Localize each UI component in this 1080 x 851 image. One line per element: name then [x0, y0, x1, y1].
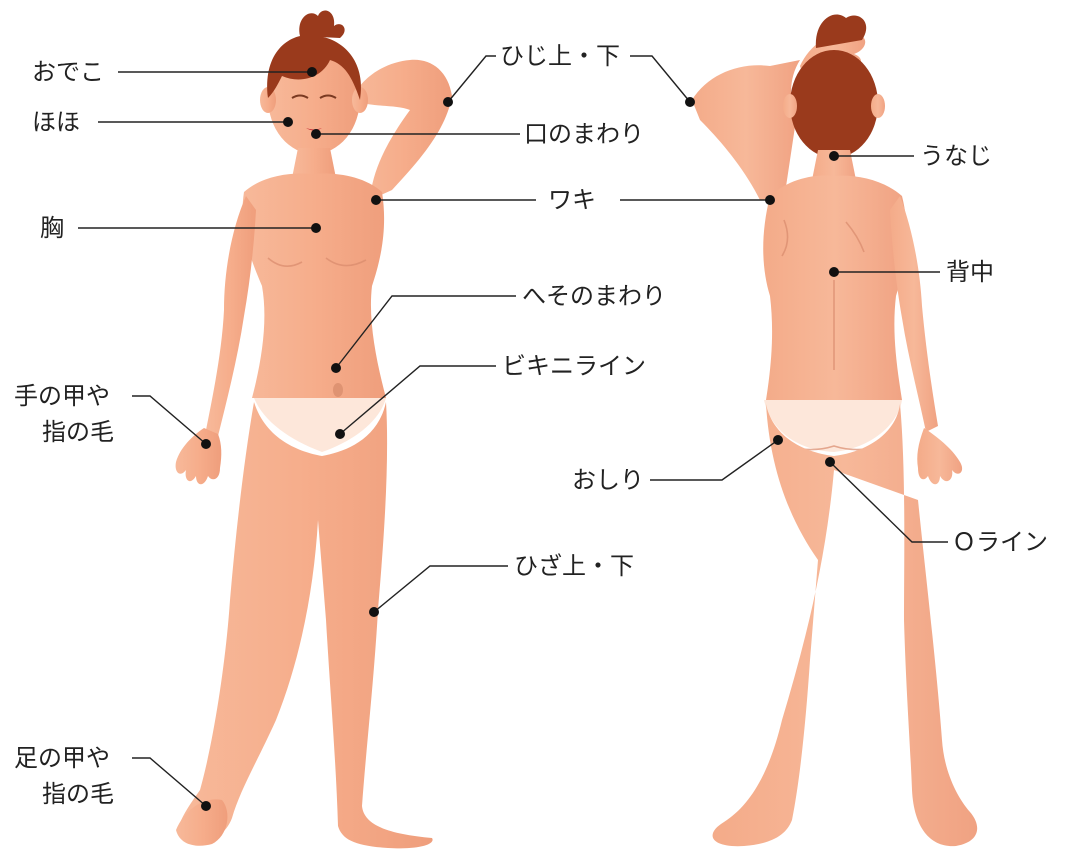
label-forehead: おでこ — [32, 58, 104, 86]
label-cheek: ほほ — [32, 108, 80, 136]
back-head-hair — [790, 50, 878, 158]
label-hand-line1: 手の甲や — [14, 382, 110, 410]
back-figure — [692, 15, 977, 847]
back-raised-arm — [692, 60, 800, 200]
label-nape: うなじ — [920, 142, 992, 170]
label-knee: ひざ上・下 — [514, 552, 634, 580]
front-hand — [176, 428, 222, 484]
label-bikini: ビキニライン — [502, 352, 646, 380]
back-torso — [763, 176, 906, 400]
label-foot-line1: 足の甲や — [14, 744, 110, 772]
front-raised-arm — [352, 60, 452, 200]
label-oline: Ｏライン — [952, 528, 1048, 556]
label-armpit: ワキ — [548, 186, 596, 214]
label-back: 背中 — [946, 258, 994, 286]
front-torso — [243, 174, 386, 398]
front-hanging-arm — [206, 196, 256, 436]
label-foot-line2: 指の毛 — [42, 780, 114, 808]
label-mouth: 口のまわり — [524, 120, 644, 148]
label-hip: おしり — [572, 466, 644, 494]
label-elbow: ひじ上・下 — [500, 42, 620, 70]
label-hand-line2: 指の毛 — [42, 418, 114, 446]
label-navel: へそのまわり — [522, 282, 666, 310]
label-chest: 胸 — [40, 214, 64, 242]
